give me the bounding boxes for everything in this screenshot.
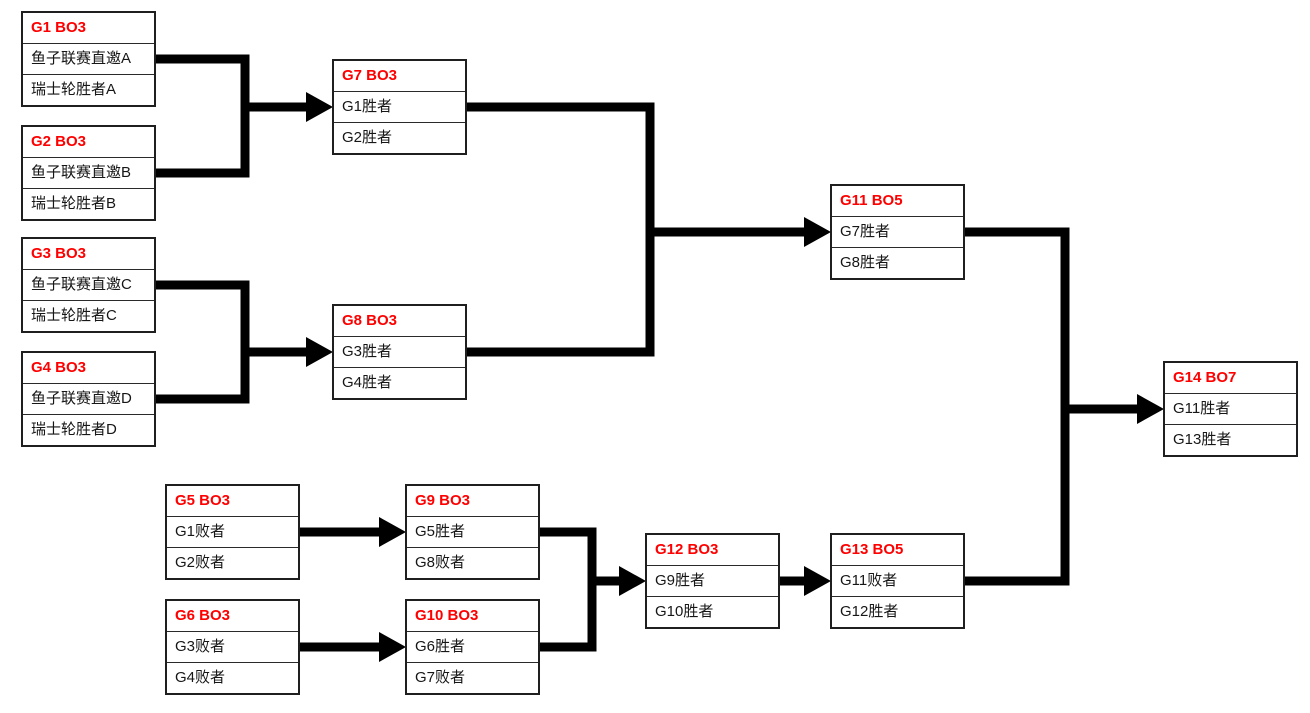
connector-g12-to-g13-arrowhead	[804, 566, 831, 596]
match-title: G2 BO3	[31, 133, 87, 150]
connector-g1-g2-to-g7	[156, 54, 250, 178]
match-title: G5 BO3	[175, 492, 231, 509]
match-slot: 鱼子联赛直邀A	[23, 43, 154, 74]
match-slot: G2胜者	[334, 122, 465, 153]
match-slot: 瑞士轮胜者A	[23, 74, 154, 105]
match-slot: G10胜者	[647, 596, 778, 627]
match-slot: 鱼子联赛直邀D	[23, 383, 154, 414]
match-title: G14 BO7	[1173, 369, 1237, 386]
connector-g7-g8-to-g11	[467, 102, 655, 357]
match-slot: G8胜者	[832, 247, 963, 278]
connector-g7-g8-to-g11-arrowhead	[804, 217, 831, 247]
match-slot: 瑞士轮胜者D	[23, 414, 154, 445]
match-slot: G5胜者	[407, 516, 538, 547]
connector-g11-g13-to-g14	[965, 227, 1070, 586]
connector-g3-g4-to-g8	[156, 280, 250, 404]
match-title: G6 BO3	[175, 607, 231, 624]
match-title: G10 BO3	[415, 607, 479, 624]
match-slot: G3胜者	[334, 336, 465, 367]
match-slot: G2败者	[167, 547, 298, 578]
connector-g9-g10-to-g12-arrowhead	[619, 566, 646, 596]
match-title: G3 BO3	[31, 245, 87, 262]
match-slot: G13胜者	[1165, 424, 1296, 455]
connector-g5-to-g9-arrowhead	[379, 517, 406, 547]
match-title: G13 BO5	[840, 541, 904, 558]
match-title: G12 BO3	[655, 541, 719, 558]
match-slot: 瑞士轮胜者B	[23, 188, 154, 219]
match-title: G4 BO3	[31, 359, 87, 376]
connector-g11-g13-to-g14-arrowhead	[1137, 394, 1164, 424]
match-slot: G6胜者	[407, 631, 538, 662]
match-title: G9 BO3	[415, 492, 471, 509]
match-slot: G12胜者	[832, 596, 963, 627]
match-slot: G1败者	[167, 516, 298, 547]
match-slot: G1胜者	[334, 91, 465, 122]
match-slot: 鱼子联赛直邀C	[23, 269, 154, 300]
match-title: G7 BO3	[342, 67, 398, 84]
match-slot: G9胜者	[647, 565, 778, 596]
match-slot: G7胜者	[832, 216, 963, 247]
match-slot: G7败者	[407, 662, 538, 693]
match-title: G11 BO5	[840, 192, 903, 209]
match-slot: G8败者	[407, 547, 538, 578]
connector-g1-g2-to-g7-arrowhead	[306, 92, 333, 122]
connector-g3-g4-to-g8-arrowhead	[306, 337, 333, 367]
match-slot: 瑞士轮胜者C	[23, 300, 154, 331]
match-slot: G11败者	[832, 565, 963, 596]
match-slot: G3败者	[167, 631, 298, 662]
match-title: G1 BO3	[31, 19, 87, 36]
match-slot: G4败者	[167, 662, 298, 693]
connector-g6-to-g10-arrowhead	[379, 632, 406, 662]
match-slot: G4胜者	[334, 367, 465, 398]
match-title: G8 BO3	[342, 312, 398, 329]
match-slot: G11胜者	[1165, 393, 1296, 424]
match-slot: 鱼子联赛直邀B	[23, 157, 154, 188]
connector-g9-g10-to-g12	[540, 527, 597, 652]
